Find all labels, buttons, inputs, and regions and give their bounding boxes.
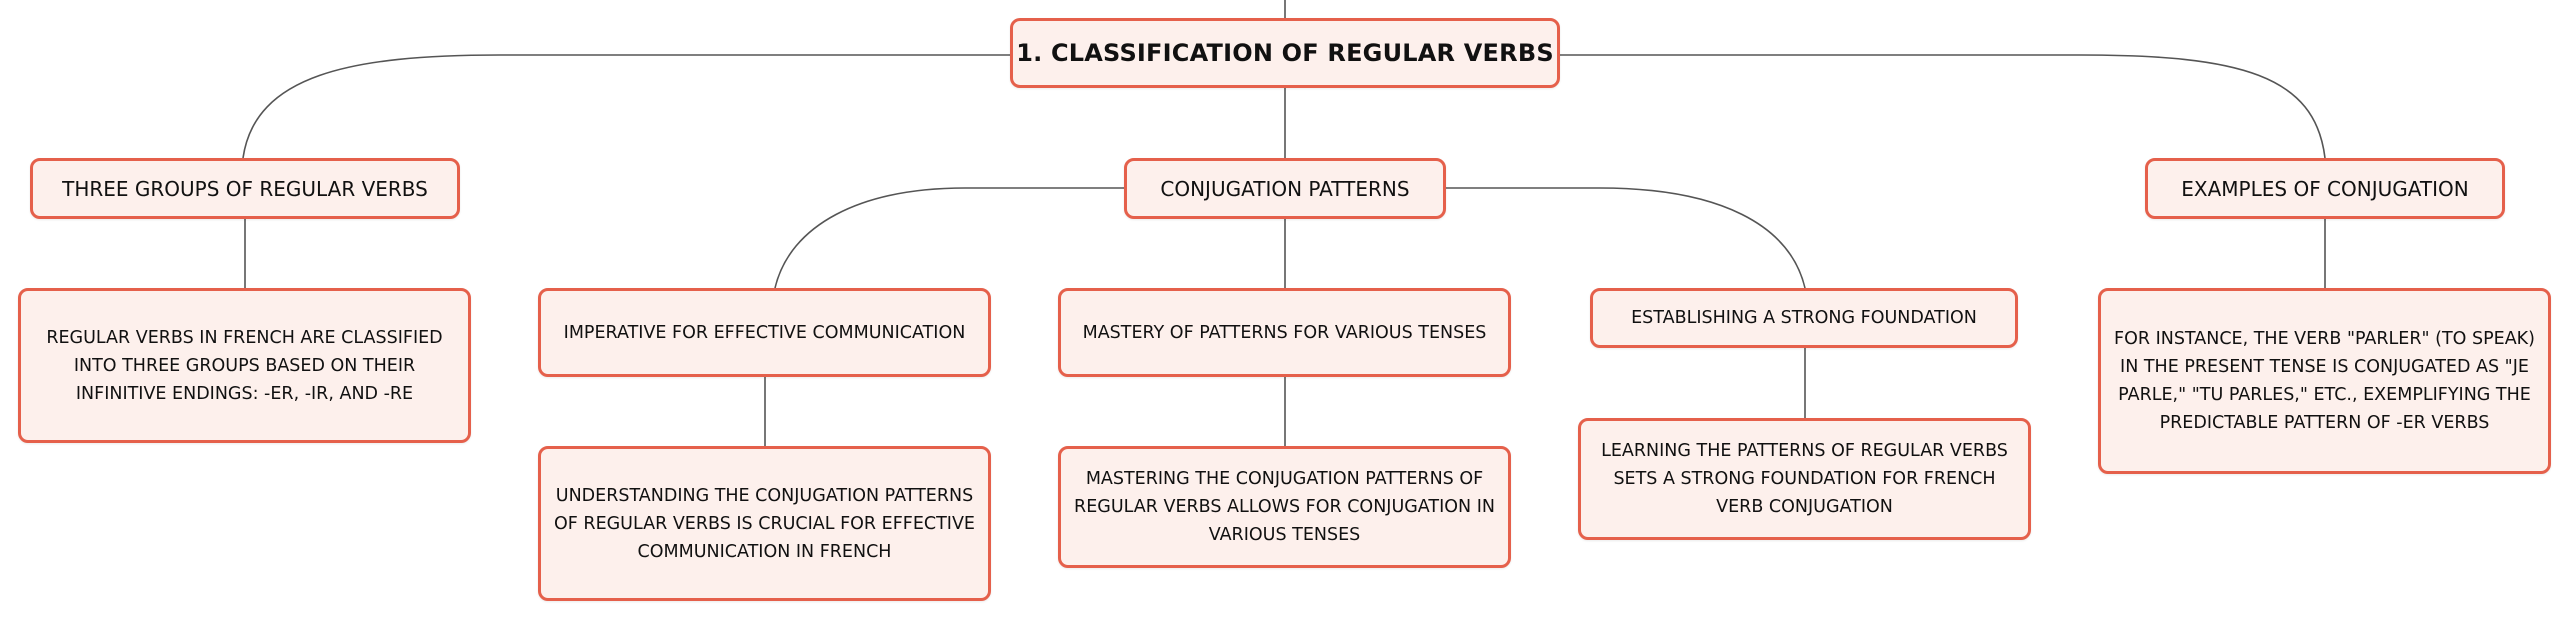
subtopic-imperative-label: IMPERATIVE FOR EFFECTIVE COMMUNICATION	[563, 322, 966, 343]
root-topic-label: 1. CLASSIFICATION OF REGULAR VERBS	[1016, 39, 1554, 67]
subtopic-strong-foundation[interactable]: ESTABLISHING A STRONG FOUNDATION	[1590, 288, 2018, 348]
connector-patterns-imperative	[774, 187, 1124, 289]
leaf-imperative-detail-text: UNDERSTANDING THE CONJUGATION PATTERNS O…	[554, 485, 975, 562]
topic-examples-of-conjugation[interactable]: EXAMPLES OF CONJUGATION	[2145, 158, 2505, 219]
leaf-three-groups-description[interactable]: REGULAR VERBS IN FRENCH ARE CLASSIFIED I…	[18, 288, 471, 443]
leaf-mastery-detail-text: MASTERING THE CONJUGATION PATTERNS OF RE…	[1074, 469, 1495, 545]
connector-patterns-foundation	[1446, 187, 1806, 289]
subtopic-mastery-label: MASTERY OF PATTERNS FOR VARIOUS TENSES	[1082, 322, 1487, 343]
subtopic-imperative-communication[interactable]: IMPERATIVE FOR EFFECTIVE COMMUNICATION	[538, 288, 991, 377]
topic-conjugation-patterns-label: CONJUGATION PATTERNS	[1160, 176, 1410, 201]
leaf-examples-description[interactable]: FOR INSTANCE, THE VERB "PARLER" (TO SPEA…	[2098, 288, 2551, 474]
leaf-mastery-detail[interactable]: MASTERING THE CONJUGATION PATTERNS OF RE…	[1058, 446, 1511, 568]
leaf-examples-text: FOR INSTANCE, THE VERB "PARLER" (TO SPEA…	[2114, 329, 2535, 433]
leaf-foundation-detail-text: LEARNING THE PATTERNS OF REGULAR VERBS S…	[1601, 441, 2008, 517]
connector-root-examples	[1560, 54, 2326, 159]
subtopic-mastery-of-patterns[interactable]: MASTERY OF PATTERNS FOR VARIOUS TENSES	[1058, 288, 1511, 377]
topic-three-groups[interactable]: THREE GROUPS OF REGULAR VERBS	[30, 158, 460, 219]
connector-root-three-groups	[242, 54, 1010, 159]
subtopic-foundation-label: ESTABLISHING A STRONG FOUNDATION	[1631, 308, 1977, 328]
topic-three-groups-label: THREE GROUPS OF REGULAR VERBS	[62, 176, 428, 201]
topic-examples-label: EXAMPLES OF CONJUGATION	[2181, 176, 2469, 201]
leaf-foundation-detail[interactable]: LEARNING THE PATTERNS OF REGULAR VERBS S…	[1578, 418, 2031, 540]
leaf-three-groups-text: REGULAR VERBS IN FRENCH ARE CLASSIFIED I…	[46, 327, 443, 404]
leaf-imperative-detail[interactable]: UNDERSTANDING THE CONJUGATION PATTERNS O…	[538, 446, 991, 601]
root-topic[interactable]: 1. CLASSIFICATION OF REGULAR VERBS	[1010, 18, 1560, 88]
topic-conjugation-patterns[interactable]: CONJUGATION PATTERNS	[1124, 158, 1446, 219]
